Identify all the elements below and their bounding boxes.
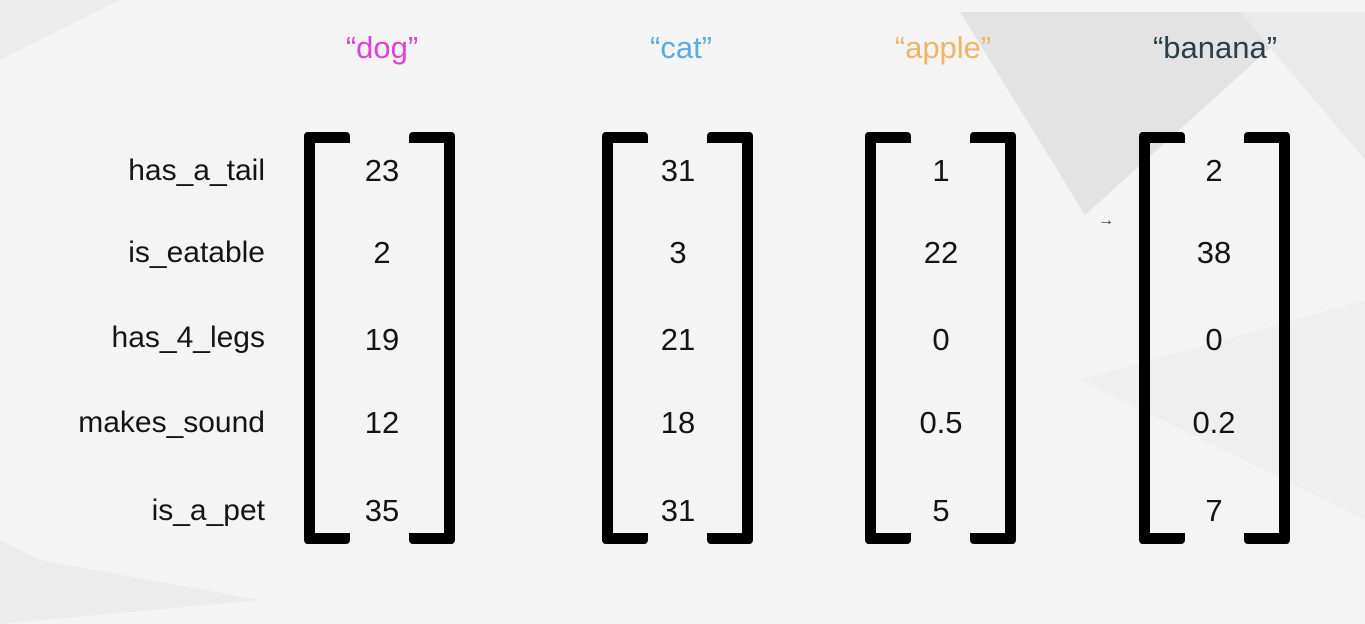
vector-value-dog-makes-sound: 12 (364, 405, 400, 440)
vector-value-cat-has-4-legs: 21 (660, 322, 696, 357)
vector-value-cat-has-a-tail: 31 (660, 153, 696, 188)
vector-label-dog: “dog” (345, 30, 419, 65)
feature-label-makes-sound: makes_sound (78, 406, 265, 439)
vector-value-dog-has-4-legs: 19 (364, 322, 400, 357)
vector-value-dog-is-eatable: 2 (373, 235, 391, 270)
vector-value-apple-is-eatable: 22 (923, 235, 959, 270)
vector-value-banana-is-eatable: 38 (1196, 235, 1232, 270)
arrow-cursor-icon: → (1098, 212, 1114, 229)
vector-value-banana-has-4-legs: 0 (1205, 322, 1223, 357)
vector-value-banana-is-a-pet: 7 (1205, 493, 1223, 528)
matrix-bracket-right-apple (970, 132, 1016, 544)
vector-label-apple: “apple” (894, 30, 992, 65)
vector-value-apple-makes-sound: 0.5 (919, 405, 963, 440)
feature-label-has-4-legs: has_4_legs (111, 321, 265, 354)
vector-label-banana: “banana” (1152, 30, 1278, 65)
vector-value-apple-has-4-legs: 0 (932, 322, 950, 357)
matrix-bracket-right-cat (707, 132, 753, 544)
matrix-bracket-left-cat (602, 132, 648, 544)
matrix-bracket-left-banana (1139, 132, 1185, 544)
vector-value-cat-is-a-pet: 31 (660, 493, 696, 528)
vector-value-banana-makes-sound: 0.2 (1192, 405, 1236, 440)
matrix-bracket-left-dog (304, 132, 350, 544)
vector-value-dog-has-a-tail: 23 (364, 153, 400, 188)
feature-label-is-eatable: is_eatable (128, 236, 265, 269)
matrix-bracket-left-apple (865, 132, 911, 544)
vector-value-apple-is-a-pet: 5 (932, 493, 950, 528)
vector-value-apple-has-a-tail: 1 (932, 153, 950, 188)
feature-label-is-a-pet: is_a_pet (151, 494, 265, 527)
vector-value-cat-is-eatable: 3 (669, 235, 687, 270)
feature-label-has-a-tail: has_a_tail (128, 154, 265, 187)
vector-value-dog-is-a-pet: 35 (364, 493, 400, 528)
matrix-bracket-right-banana (1244, 132, 1290, 544)
matrix-bracket-right-dog (409, 132, 455, 544)
vector-value-cat-makes-sound: 18 (660, 405, 696, 440)
vector-label-cat: “cat” (650, 30, 712, 65)
vector-value-banana-has-a-tail: 2 (1205, 153, 1223, 188)
